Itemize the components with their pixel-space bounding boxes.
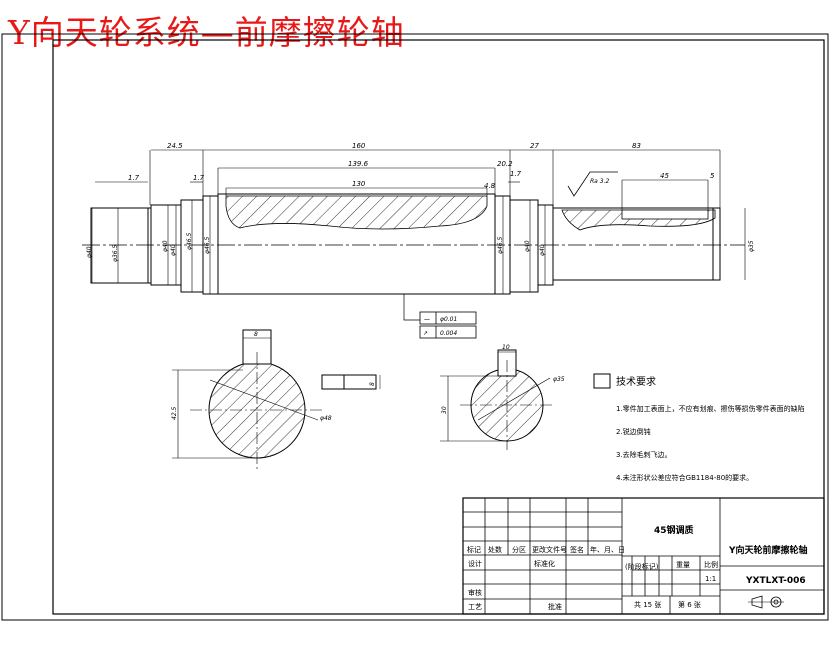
tb-approve: 批准 xyxy=(548,602,562,611)
tol-symbol-2: ↗ xyxy=(423,330,428,337)
page-title: Y向天轮系统—前摩擦轮轴 xyxy=(8,13,405,52)
tol-value-2: 0.004 xyxy=(440,330,457,337)
dim-24-5: 24.5 xyxy=(167,142,183,150)
dim-1-7-right: 1.7 xyxy=(510,170,522,178)
outer-border xyxy=(1,33,829,621)
sec1-diameter: φ48 xyxy=(320,415,332,422)
tb-weight: 重量 xyxy=(676,561,690,569)
tb-sheet-number: 第 6 张 xyxy=(678,600,701,609)
dim-160: 160 xyxy=(352,142,366,150)
projection-symbol-icon xyxy=(748,595,784,609)
horizontal-dimensions xyxy=(95,149,721,210)
sec2-diameter: φ35 xyxy=(553,376,565,383)
tol-value-1: φ0.01 xyxy=(440,316,457,323)
tb-header-count: 处数 xyxy=(488,545,502,554)
dim-20-2: 20.2 xyxy=(497,160,513,168)
dim-phi35: φ35 xyxy=(748,240,755,252)
section-hatch-body xyxy=(225,195,488,230)
dim-phi40-b: φ40 xyxy=(170,244,177,256)
key-width: 8 xyxy=(369,382,376,386)
tb-part-name: Y向天轮前摩擦轮轴 xyxy=(728,544,808,556)
tb-header-doc: 更改文件号 xyxy=(532,545,567,554)
tolerance-leader xyxy=(403,294,420,321)
dim-phi40-d: φ40 xyxy=(539,244,546,256)
tb-scale-label: 比例 xyxy=(704,560,718,569)
keyway-slot xyxy=(621,209,709,220)
key-detail xyxy=(321,374,381,390)
tb-header-date: 年、月、日 xyxy=(590,545,625,554)
tech-item-4: 4.未注形状公差应符合GB1184-80的要求。 xyxy=(616,473,753,482)
dim-45: 45 xyxy=(660,172,669,180)
sec1-width: 8 xyxy=(254,331,258,338)
dim-phi46-5-left: φ46.5 xyxy=(186,233,193,251)
dim-phi36-5: φ36.5 xyxy=(112,245,119,263)
section-view-2 xyxy=(440,349,555,450)
inner-border xyxy=(52,39,825,615)
tolerance-frame xyxy=(419,311,477,339)
sec2-width: 10 xyxy=(502,344,510,351)
tech-item-3: 3.去除毛刺飞边。 xyxy=(616,450,672,459)
title-block xyxy=(462,497,825,615)
dim-5: 5 xyxy=(710,172,715,180)
dim-phi40-a: φ40 xyxy=(162,240,169,252)
tech-item-1: 1.零件加工表面上，不应有划痕、擦伤等损伤零件表面的缺陷 xyxy=(616,404,805,413)
tech-heading: 技术要求 xyxy=(616,375,656,388)
dim-phi40: φ40 xyxy=(86,246,93,258)
dim-4-8: 4.8 xyxy=(484,182,496,190)
tb-material: 45钢调质 xyxy=(654,524,694,536)
sec2-height: 30 xyxy=(441,406,448,414)
tb-check: 审核 xyxy=(468,588,482,597)
tech-item-2: 2.锐边倒钝 xyxy=(616,427,651,436)
dim-27: 27 xyxy=(530,142,539,150)
dim-130: 130 xyxy=(352,180,366,188)
tb-drawing-no: YXTLXT-006 xyxy=(745,576,806,586)
tb-total-sheets: 共 15 张 xyxy=(634,600,661,609)
dim-83: 83 xyxy=(632,142,641,150)
tb-header-sign: 签名 xyxy=(570,545,584,554)
tb-scale-value: 1:1 xyxy=(705,575,716,583)
dim-phi46-5-right: φ46.5 xyxy=(497,237,504,255)
section-view-1 xyxy=(172,329,325,470)
tb-header-zone: 分区 xyxy=(512,545,526,554)
tb-header-mark: 标记 xyxy=(467,545,481,554)
roughness-symbol xyxy=(567,171,618,197)
tb-process: 工艺 xyxy=(468,603,482,611)
tech-heading-box xyxy=(593,373,611,389)
dim-139-6: 139.6 xyxy=(348,160,369,168)
dim-phi46-5-mid: φ46.5 xyxy=(204,237,211,255)
tb-standardize: 标准化 xyxy=(534,559,555,568)
diameter-dimension-lines xyxy=(91,196,746,294)
sec1-height: 42.5 xyxy=(171,406,178,420)
roughness-value: Ra 3.2 xyxy=(590,178,609,185)
tb-design: 设计 xyxy=(468,559,482,568)
dim-1-7-mid: 1.7 xyxy=(193,174,205,182)
dim-phi40-c: φ40 xyxy=(524,240,531,252)
tol-symbol-1: — xyxy=(424,316,430,323)
dim-1-7-left: 1.7 xyxy=(128,174,140,182)
tb-stage-mark: (阶段标记) xyxy=(625,562,659,571)
